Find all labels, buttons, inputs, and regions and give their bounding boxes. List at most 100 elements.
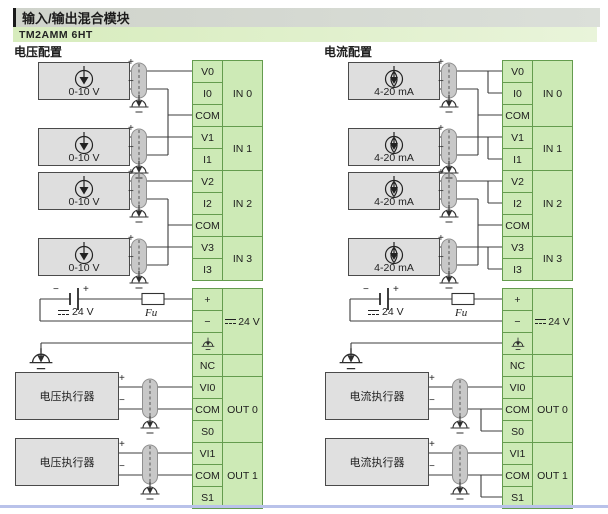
source-range-label: 0-10 V — [68, 86, 100, 98]
power-voltage-label: 24 V — [58, 306, 94, 318]
source-range-label: 0-10 V — [68, 262, 100, 274]
current-config-panel: 电流配置 — [310, 0, 608, 514]
terminal-group-out1: OUT 1 — [533, 443, 572, 508]
actuator-box: 电流执行器 — [325, 372, 429, 420]
earth-ground-icon — [201, 337, 214, 350]
terminal-cell: I0 — [503, 83, 532, 104]
terminal-cell: COM — [193, 105, 222, 126]
terminal-cell: VI0 — [193, 377, 222, 398]
terminal-cell: VI0 — [503, 377, 532, 398]
terminal-cell: COM — [193, 399, 222, 420]
minus-label: − — [128, 186, 134, 197]
minus-label: − — [128, 252, 134, 263]
terminal-group-24v: 24 V — [533, 289, 572, 354]
source-box: 0-10 V — [38, 62, 130, 100]
current-config-title: 电流配置 — [324, 45, 373, 59]
plus-label: + — [438, 123, 444, 134]
terminal-cell: COM — [503, 399, 532, 420]
terminal-block-outputs: + − NC VI0 COM S0 VI1 COM S1 24 V OUT 0 … — [502, 288, 573, 509]
fuse-icon — [141, 292, 165, 306]
voltage-wiring-svg — [29, 62, 192, 500]
terminal-cell: V3 — [503, 237, 532, 258]
voltage-source-icon — [74, 132, 94, 155]
terminal-group-in2: IN 2 — [223, 171, 262, 236]
module-model: TM2AMM 6HT — [19, 28, 93, 41]
dc-symbol — [225, 319, 237, 324]
terminal-cell: COM — [503, 105, 532, 126]
battery-minus-label: − — [363, 284, 369, 295]
terminal-group-in3: IN 3 — [533, 237, 572, 280]
minus-label: − — [119, 395, 125, 406]
terminal-group-in1: IN 1 — [533, 127, 572, 170]
plus-label: + — [429, 373, 435, 384]
source-box: 4-20 mA — [348, 238, 440, 276]
terminal-cell: I2 — [193, 193, 222, 214]
plus-label: + — [128, 167, 134, 178]
plus-label: + — [128, 233, 134, 244]
minus-label: − — [128, 76, 134, 87]
source-box: 0-10 V — [38, 172, 130, 210]
battery-icon — [379, 288, 389, 310]
terminal-cell: V3 — [193, 237, 222, 258]
plus-label: + — [119, 439, 125, 450]
source-box: 0-10 V — [38, 238, 130, 276]
plus-label: + — [128, 57, 134, 68]
terminal-cell-earth — [193, 333, 222, 354]
current-source-icon — [384, 132, 404, 155]
dc-symbol — [368, 309, 379, 315]
voltage-source-icon — [74, 66, 94, 89]
module-model-bar: TM2AMM 6HT — [13, 27, 597, 42]
earth-ground-icons — [29, 95, 160, 500]
terminal-cell: COM — [503, 465, 532, 486]
voltage-config-title: 电压配置 — [14, 45, 63, 59]
current-source-icon — [384, 176, 404, 199]
terminal-cell: − — [503, 311, 532, 332]
dc-symbol — [58, 309, 69, 315]
terminal-group-in1: IN 1 — [223, 127, 262, 170]
battery-plus-label: + — [393, 284, 399, 295]
terminal-cell: − — [193, 311, 222, 332]
terminal-cell: S0 — [193, 421, 222, 442]
plus-label: + — [119, 373, 125, 384]
terminal-cell: V0 — [503, 61, 532, 82]
source-box: 4-20 mA — [348, 172, 440, 210]
fuse-label: Fu — [455, 307, 468, 319]
voltage-config-panel: 电压配置 — [0, 0, 300, 514]
terminal-cell: I3 — [193, 259, 222, 280]
current-source-icon — [384, 66, 404, 89]
actuator-box: 电流执行器 — [325, 438, 429, 486]
source-range-label: 4-20 mA — [374, 262, 414, 274]
voltage-source-icon — [74, 242, 94, 265]
earth-ground-icon — [511, 337, 524, 350]
terminal-group-nc — [533, 355, 572, 376]
fuse-icon — [451, 292, 475, 306]
terminal-group-in2: IN 2 — [533, 171, 572, 236]
terminal-cell: V1 — [193, 127, 222, 148]
source-range-label: 4-20 mA — [374, 152, 414, 164]
terminal-group-out0: OUT 0 — [533, 377, 572, 442]
plus-label: + — [438, 233, 444, 244]
minus-label: − — [438, 186, 444, 197]
minus-label: − — [119, 461, 125, 472]
terminal-cell: COM — [503, 215, 532, 236]
power-voltage-label: 24 V — [368, 306, 404, 318]
terminal-group-nc — [223, 355, 262, 376]
terminal-cell: + — [193, 289, 222, 310]
terminal-group-in3: IN 3 — [223, 237, 262, 280]
minus-label: − — [438, 252, 444, 263]
shielded-cable-icon — [441, 62, 468, 488]
terminal-group-24v: 24 V — [223, 289, 262, 354]
plus-label: + — [438, 167, 444, 178]
source-range-label: 4-20 mA — [374, 86, 414, 98]
terminal-cell: S1 — [503, 487, 532, 508]
terminal-cell: V2 — [193, 171, 222, 192]
current-source-icon — [384, 242, 404, 265]
terminal-cell: VI1 — [503, 443, 532, 464]
actuator-box: 电压执行器 — [15, 372, 119, 420]
module-title-bar: 输入/输出混合模块 — [13, 8, 600, 27]
terminal-group-out0: OUT 0 — [223, 377, 262, 442]
source-range-label: 0-10 V — [68, 196, 100, 208]
plus-label: + — [429, 439, 435, 450]
earth-ground-icons — [339, 95, 470, 500]
